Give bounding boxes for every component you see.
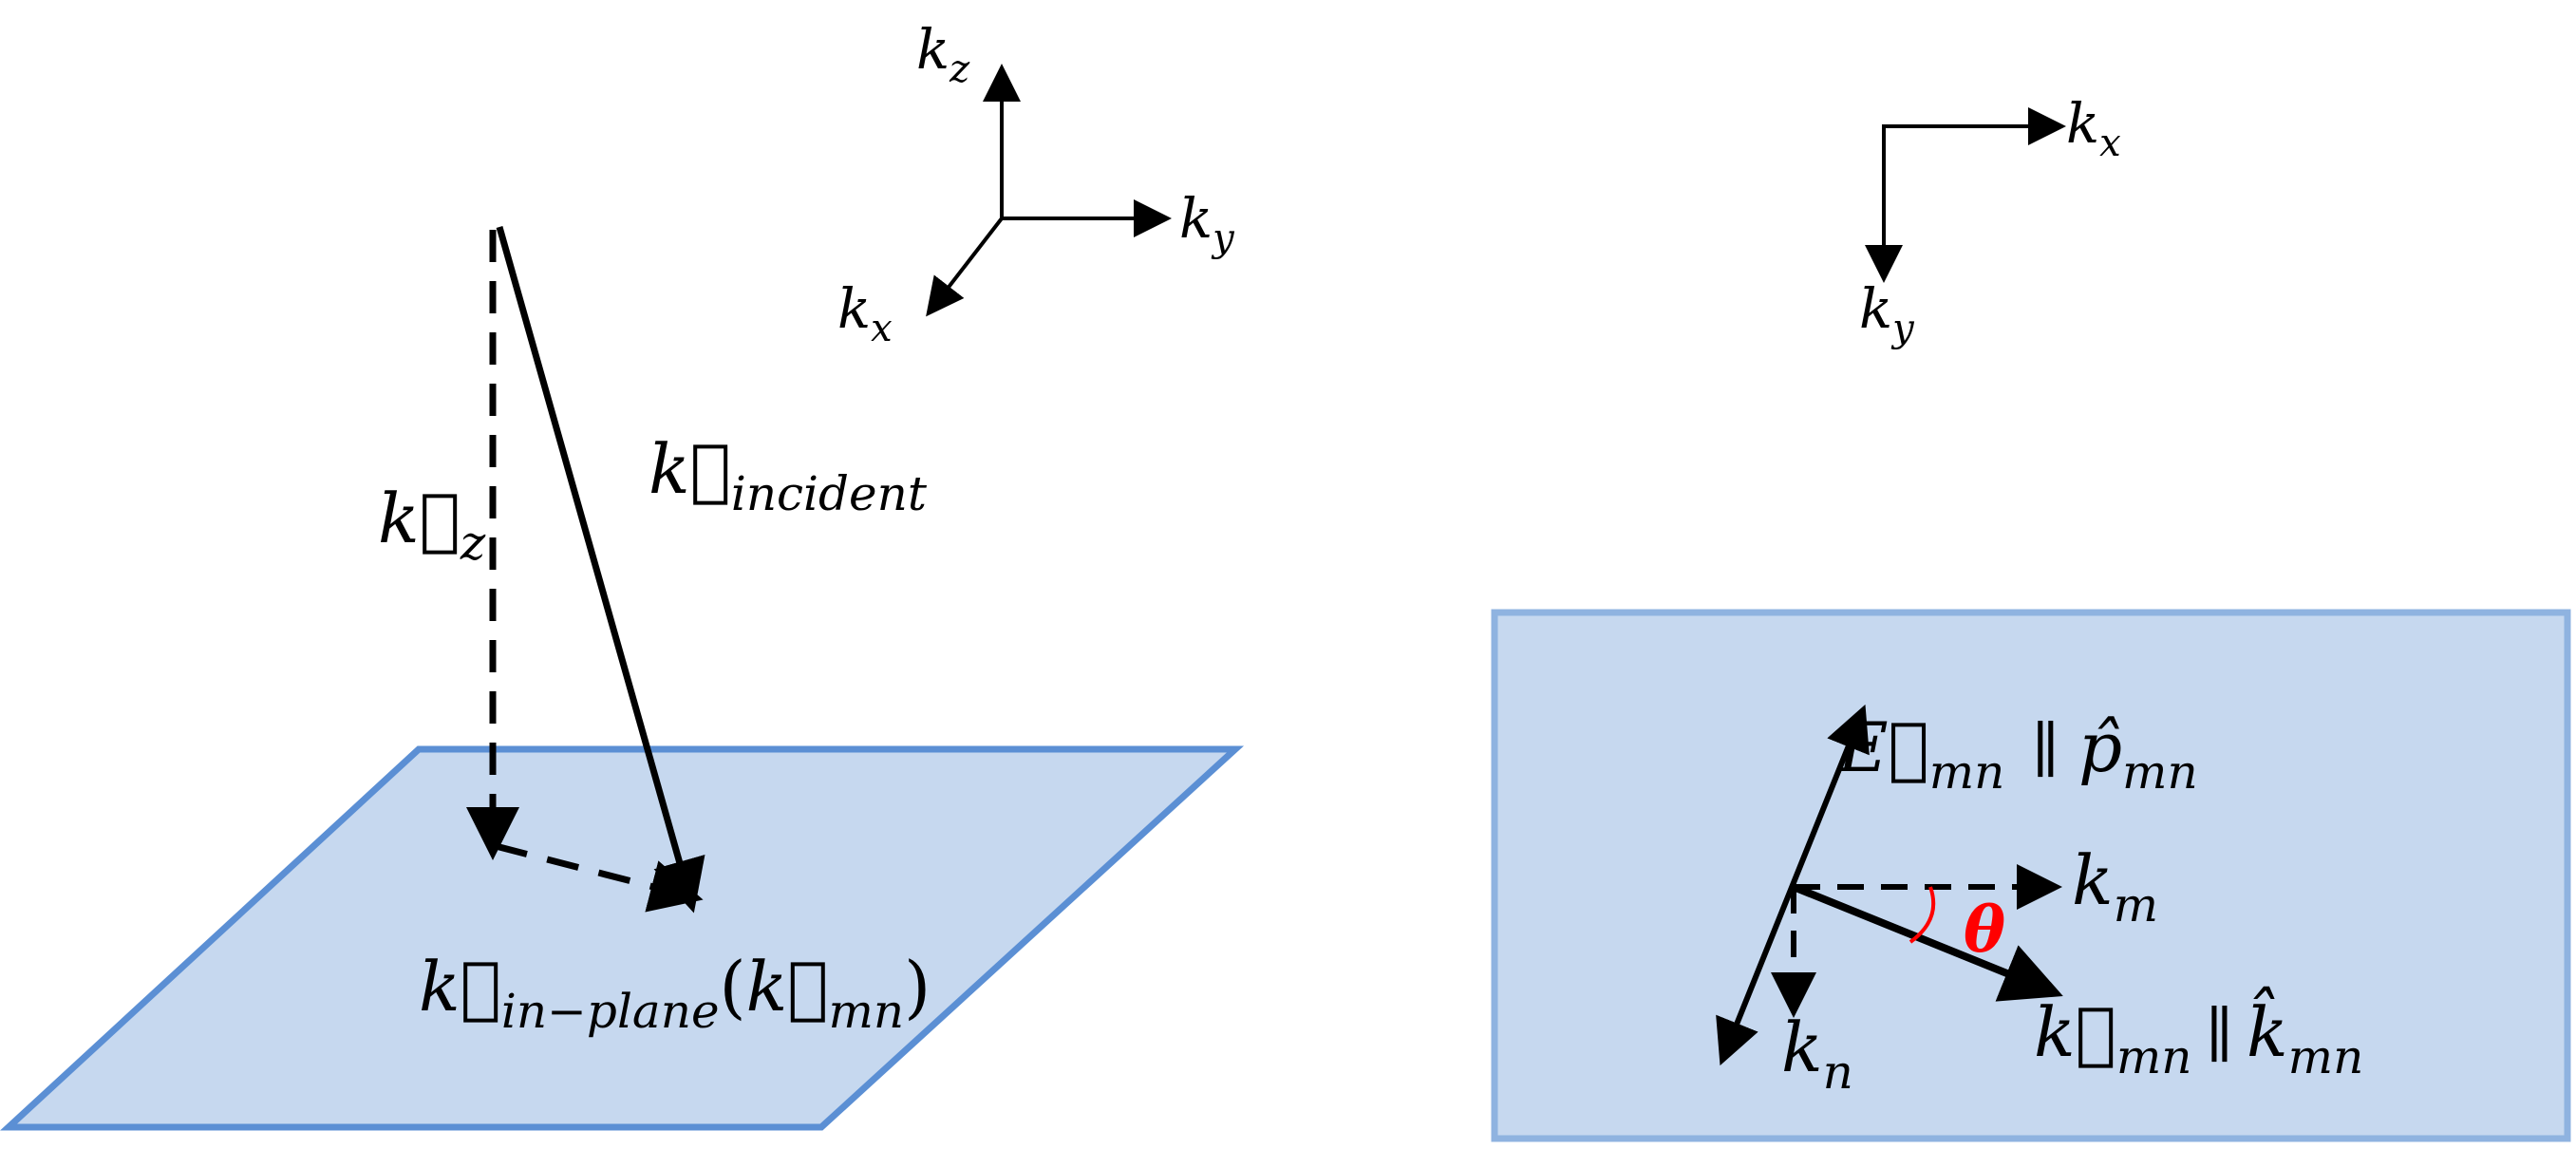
axis3d-y-label: ky bbox=[1179, 186, 1235, 260]
theta-label: θ bbox=[1964, 893, 2005, 967]
e-field-label: E⃗mn∥p̂mn bbox=[1836, 707, 2198, 800]
in-plane-vector-label: k⃗in−plane(k⃗mn) bbox=[419, 947, 931, 1039]
axis3d-x-label: kx bbox=[837, 276, 893, 350]
mn-plane-box bbox=[1491, 609, 2571, 1142]
axis2d-x-label: kx bbox=[2066, 91, 2121, 165]
e-field-arrow bbox=[1716, 704, 1870, 1066]
incident-arrow bbox=[496, 226, 705, 914]
in-plane-surface bbox=[0, 745, 1245, 1131]
axis2d-x bbox=[1882, 107, 2066, 277]
kz-vector-label: k⃗z bbox=[378, 479, 486, 571]
kmn-label: k⃗mn∥k̂mn bbox=[2034, 985, 2363, 1084]
axis3d-x bbox=[926, 217, 1004, 317]
axis3d-z-label: kz bbox=[916, 17, 970, 91]
km-label: km bbox=[2072, 840, 2158, 932]
axis2d-y-label: ky bbox=[1859, 276, 1915, 350]
incident-vector-label: k⃗incident bbox=[649, 429, 928, 521]
kn-label: kn bbox=[1781, 1008, 1853, 1100]
kmn-arrow bbox=[1792, 883, 2063, 1002]
in-plane-dashed-arrow bbox=[495, 842, 704, 913]
theta-angle-arc bbox=[1908, 886, 1936, 944]
